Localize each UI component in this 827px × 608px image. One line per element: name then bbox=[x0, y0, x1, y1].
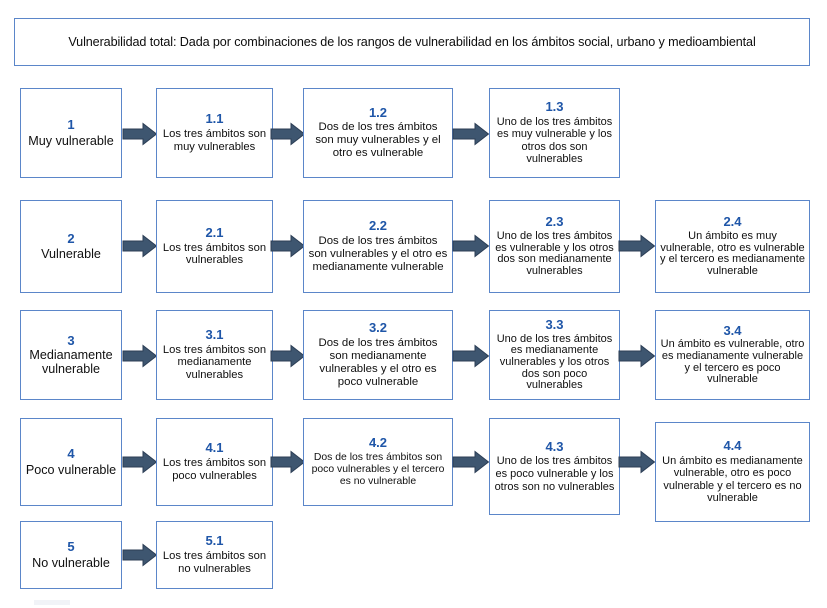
arrow-1-2-to-1-3 bbox=[452, 122, 490, 146]
node-box-3-1-text: Los tres ámbitos son medianamente vulner… bbox=[162, 343, 267, 382]
node-box-3-1[interactable]: 3.1 Los tres ámbitos son medianamente vu… bbox=[156, 310, 273, 400]
node-box-2-4[interactable]: 2.4 Un ámbito es muy vulnerable, otro es… bbox=[655, 200, 810, 293]
arrow-4-3-to-4-4 bbox=[618, 450, 656, 474]
node-box-3-3-text: Uno de los tres ámbitos es medianamente … bbox=[496, 332, 613, 392]
node-box-2-2-text: Dos de los tres ámbitos son vulnerables … bbox=[308, 234, 448, 273]
node-box-5-1-number: 5.1 bbox=[205, 533, 224, 549]
node-box-1-3-number: 1.3 bbox=[545, 99, 564, 115]
node-box-4-2-number: 4.2 bbox=[368, 435, 388, 451]
node-box-1-3-text: Uno de los tres ámbitos es muy vulnerabl… bbox=[496, 115, 613, 166]
node-box-4-4[interactable]: 4.4 Un ámbito es medianamente vulnerable… bbox=[655, 422, 810, 522]
level-box-2-number: 2 bbox=[67, 230, 75, 246]
node-box-3-3-number: 3.3 bbox=[545, 317, 564, 333]
level-box-4[interactable]: 4 Poco vulnerable bbox=[20, 418, 122, 506]
node-box-4-3-number: 4.3 bbox=[545, 438, 564, 454]
arrow-1-to-1-1 bbox=[122, 122, 158, 146]
arrow-4-2-to-4-3 bbox=[452, 450, 490, 474]
arrow-3-3-to-3-4 bbox=[618, 344, 656, 368]
level-box-2[interactable]: 2 Vulnerable bbox=[20, 200, 122, 293]
node-box-1-2[interactable]: 1.2 Dos de los tres ámbitos son muy vuln… bbox=[303, 88, 453, 178]
node-box-4-1[interactable]: 4.1 Los tres ámbitos son poco vulnerable… bbox=[156, 418, 273, 506]
node-box-1-1[interactable]: 1.1 Los tres ámbitos son muy vulnerables bbox=[156, 88, 273, 178]
node-box-2-4-number: 2.4 bbox=[723, 214, 742, 230]
level-box-5[interactable]: 5 No vulnerable bbox=[20, 521, 122, 589]
level-box-4-label: Poco vulnerable bbox=[25, 462, 117, 477]
level-box-1-label: Muy vulnerable bbox=[28, 133, 114, 148]
capture-artifact bbox=[34, 600, 70, 605]
node-box-3-2-text: Dos de los tres ámbitos son medianamente… bbox=[318, 336, 438, 388]
node-box-2-3-number: 2.3 bbox=[545, 214, 564, 230]
node-box-2-2[interactable]: 2.2 Dos de los tres ámbitos son vulnerab… bbox=[303, 200, 453, 293]
arrow-2-to-2-1 bbox=[122, 234, 158, 258]
arrow-3-to-3-1 bbox=[122, 344, 158, 368]
node-box-5-1-text: Los tres ámbitos son no vulnerables bbox=[162, 550, 267, 575]
node-box-4-4-number: 4.4 bbox=[723, 438, 742, 454]
arrow-5-to-5-1 bbox=[122, 543, 158, 567]
arrow-2-2-to-2-3 bbox=[452, 234, 490, 258]
arrow-1-1-to-1-2 bbox=[270, 122, 306, 146]
arrow-2-1-to-2-2 bbox=[270, 234, 306, 258]
diagram-title-text: Vulnerabilidad total: Dada por combinaci… bbox=[68, 35, 756, 49]
arrow-3-2-to-3-3 bbox=[452, 344, 490, 368]
node-box-4-2-text: Dos de los tres ámbitos son poco vulnera… bbox=[311, 451, 445, 487]
level-box-5-label: No vulnerable bbox=[32, 555, 110, 570]
node-box-2-3-text: Uno de los tres ámbitos es vulnerable y … bbox=[495, 229, 614, 277]
node-box-4-3-text: Uno de los tres ámbitos es poco vulnerab… bbox=[494, 455, 615, 493]
level-box-3-label: Medianamente vulnerable bbox=[29, 348, 113, 376]
node-box-3-3[interactable]: 3.3 Uno de los tres ámbitos es medianame… bbox=[489, 310, 620, 400]
level-box-2-label: Vulnerable bbox=[41, 247, 101, 262]
node-box-1-2-number: 1.2 bbox=[368, 104, 388, 120]
node-box-4-4-text: Un ámbito es medianamente vulnerable, ot… bbox=[662, 454, 803, 505]
node-box-1-3[interactable]: 1.3 Uno de los tres ámbitos es muy vulne… bbox=[489, 88, 620, 178]
level-box-4-number: 4 bbox=[67, 446, 75, 462]
node-box-3-4[interactable]: 3.4 Un ámbito es vulnerable, otro es med… bbox=[655, 310, 810, 400]
node-box-2-2-number: 2.2 bbox=[368, 218, 388, 234]
diagram-title-banner: Vulnerabilidad total: Dada por combinaci… bbox=[14, 18, 810, 66]
node-box-3-2-number: 3.2 bbox=[368, 320, 388, 336]
arrow-4-1-to-4-2 bbox=[270, 450, 306, 474]
level-box-5-number: 5 bbox=[67, 539, 75, 555]
node-box-3-2[interactable]: 3.2 Dos de los tres ámbitos son medianam… bbox=[303, 310, 453, 400]
node-box-4-3[interactable]: 4.3 Uno de los tres ámbitos es poco vuln… bbox=[489, 418, 620, 515]
node-box-5-1[interactable]: 5.1 Los tres ámbitos son no vulnerables bbox=[156, 521, 273, 589]
node-box-3-4-text: Un ámbito es vulnerable, otro es mediana… bbox=[660, 338, 805, 386]
node-box-4-1-text: Los tres ámbitos son poco vulnerables bbox=[162, 457, 267, 482]
node-box-2-1-number: 2.1 bbox=[205, 224, 224, 240]
arrow-3-1-to-3-2 bbox=[270, 344, 306, 368]
level-box-3-number: 3 bbox=[67, 332, 75, 348]
node-box-2-3[interactable]: 2.3 Uno de los tres ámbitos es vulnerabl… bbox=[489, 200, 620, 293]
arrow-4-to-4-1 bbox=[122, 450, 158, 474]
node-box-2-1-text: Los tres ámbitos son vulnerables bbox=[162, 241, 267, 267]
node-box-1-2-text: Dos de los tres ámbitos son muy vulnerab… bbox=[315, 121, 441, 160]
node-box-1-1-number: 1.1 bbox=[205, 111, 224, 127]
level-box-3[interactable]: 3 Medianamente vulnerable bbox=[20, 310, 122, 400]
level-box-1[interactable]: 1 Muy vulnerable bbox=[20, 88, 122, 178]
node-box-4-1-number: 4.1 bbox=[205, 440, 224, 456]
node-box-1-1-text: Los tres ámbitos son muy vulnerables bbox=[162, 128, 267, 153]
node-box-4-2[interactable]: 4.2 Dos de los tres ámbitos son poco vul… bbox=[303, 418, 453, 506]
node-box-3-4-number: 3.4 bbox=[723, 322, 742, 338]
node-box-3-1-number: 3.1 bbox=[205, 327, 224, 343]
arrow-2-3-to-2-4 bbox=[618, 234, 656, 258]
node-box-2-4-text: Un ámbito es muy vulnerable, otro es vul… bbox=[660, 229, 805, 277]
node-box-2-1[interactable]: 2.1 Los tres ámbitos son vulnerables bbox=[156, 200, 273, 293]
level-box-1-number: 1 bbox=[67, 117, 75, 133]
